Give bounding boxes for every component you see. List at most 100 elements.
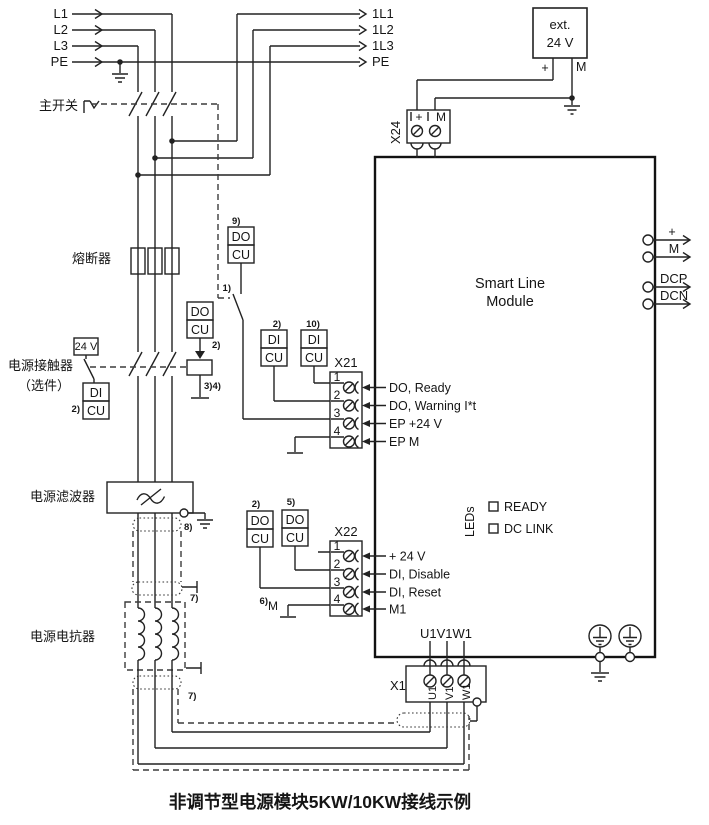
- dclink-led: [488, 523, 499, 534]
- aux-switch-1: [232, 263, 330, 420]
- dc-terminals: [642, 234, 692, 310]
- note-7-upper: 7): [190, 593, 198, 604]
- line-label-1l1: 1L1: [372, 6, 394, 21]
- protective-earth: [588, 624, 642, 682]
- x22-pin3-no: 3: [334, 575, 341, 589]
- note-8: 8): [184, 522, 192, 533]
- do-cu-x22-2-bottom: CU: [251, 532, 269, 546]
- di-cu-box-x21-2: DI CU: [260, 329, 288, 367]
- do-cu-box-9: DO CU: [227, 226, 255, 264]
- x22-title: X22: [334, 524, 357, 539]
- dc-plus-label: +: [668, 225, 675, 239]
- line-reactor: [124, 601, 202, 690]
- x1-pin-u1: U1: [427, 686, 439, 700]
- x1-pin-v1: V1: [444, 687, 456, 700]
- line-label-pe: PE: [51, 54, 69, 69]
- line-label-l1: L1: [54, 6, 68, 21]
- x21-pin3-label: EP +24 V: [389, 417, 443, 431]
- x21-pin1-no: 1: [334, 370, 341, 384]
- main-switch: [83, 91, 230, 299]
- do-cu-coil-top: DO: [191, 305, 210, 319]
- line-filter: [106, 481, 213, 529]
- cable-shields: [131, 513, 198, 608]
- ext-24v-supply: ext. 24 V + M: [416, 7, 588, 115]
- x22-m-label: M: [268, 599, 278, 613]
- down-arrow: [195, 351, 205, 359]
- x21-pin4-no: 4: [334, 424, 341, 438]
- x21-pin3-no: 3: [334, 406, 341, 420]
- x24-m-pin: M: [436, 110, 446, 124]
- ext-label-line1: ext.: [550, 17, 571, 32]
- coil-1: [137, 607, 146, 661]
- x24-title: X24: [388, 121, 403, 144]
- fuse-label: 熔断器: [72, 251, 111, 266]
- reactor-label: 电源电抗器: [30, 629, 95, 644]
- line-contactor: 24 V DI CU 2) DO CU 2) 3)4): [72, 301, 221, 420]
- line-label-l2: L2: [54, 22, 68, 37]
- shield-clamp-2: [131, 581, 183, 596]
- dclink-led-label: DC LINK: [504, 522, 554, 536]
- ext-plus-label: +: [541, 61, 548, 75]
- di-cu-x21-10-top: DI: [308, 333, 321, 347]
- x21-pin4-label: EP M: [389, 435, 419, 449]
- leds-title: LEDs: [463, 506, 477, 537]
- do-cu-9-bottom: CU: [232, 248, 250, 262]
- do-cu-coil-bottom: CU: [191, 323, 209, 337]
- di-cu-x21-10-bottom: CU: [305, 351, 323, 365]
- di-cu-x21-2-bottom: CU: [265, 351, 283, 365]
- x22-pin3-label: DI, Reset: [389, 586, 442, 600]
- do-cu-box-x22-5: DO CU: [281, 509, 309, 547]
- coil-3: [171, 607, 180, 661]
- note-5-x22: 5): [287, 497, 295, 508]
- x22-terminal: [259, 540, 386, 618]
- di-cu-top: DI: [90, 386, 103, 400]
- motor-cable-run: [132, 660, 471, 771]
- contactor-label-line1: 电源接触器: [8, 358, 73, 373]
- note-3-4: 3)4): [204, 381, 221, 392]
- contactor-24v-label: 24 V: [75, 341, 98, 353]
- do-cu-box-x22-2: DO CU: [246, 510, 274, 548]
- line-label-1l3: 1L3: [372, 38, 394, 53]
- x1-terminal: [405, 641, 487, 722]
- do-cu-x22-5-bottom: CU: [286, 531, 304, 545]
- ready-led-label: READY: [504, 500, 548, 514]
- fuses: [130, 247, 180, 275]
- main-switch-label: 主开关: [39, 98, 78, 113]
- x21-pin2-no: 2: [334, 388, 341, 402]
- ext-label-line2: 24 V: [547, 35, 574, 50]
- x22-pin1-label: + 24 V: [389, 550, 426, 564]
- mains-feed-wires: [72, 8, 368, 482]
- x22-pin4-no: 4: [334, 592, 341, 606]
- arrow-chevrons: [94, 8, 368, 68]
- do-cu-9-top: DO: [232, 230, 251, 244]
- filter-symbol: [136, 488, 166, 506]
- note-2-x21: 2): [273, 319, 281, 330]
- coil-2: [154, 607, 163, 661]
- x21-terminal: [273, 366, 386, 454]
- module-title-line1: Smart Line: [475, 276, 545, 292]
- di-cu-box-x21-10: DI CU: [300, 329, 328, 367]
- dcp-label: DCP: [660, 271, 687, 286]
- di-cu-box-contactor: DI CU: [82, 382, 110, 420]
- note-6: 6): [260, 596, 268, 607]
- x1-title: X1: [390, 678, 406, 693]
- note-2-contactor: 2): [72, 404, 80, 415]
- di-cu-bottom: CU: [87, 404, 105, 418]
- x21-title: X21: [334, 355, 357, 370]
- smart-line-module-outline: [373, 155, 657, 659]
- x22-pin2-label: DI, Disable: [389, 568, 450, 582]
- note-1: 1): [223, 283, 231, 294]
- do-cu-box-coil: DO CU: [186, 301, 214, 339]
- shield-clamp-3: [132, 675, 182, 690]
- note-7-lower: 7): [188, 691, 196, 702]
- note-2-coil: 2): [212, 340, 220, 351]
- do-cu-x22-2-top: DO: [251, 514, 270, 528]
- x21-pin1-label: DO, Ready: [389, 381, 452, 395]
- x24-plus-pin: +: [415, 110, 422, 124]
- contactor-coil: [186, 359, 213, 376]
- shield-clamp-1: [132, 517, 182, 532]
- x1-shield-tap: [472, 697, 482, 707]
- di-cu-x21-2-top: DI: [268, 333, 281, 347]
